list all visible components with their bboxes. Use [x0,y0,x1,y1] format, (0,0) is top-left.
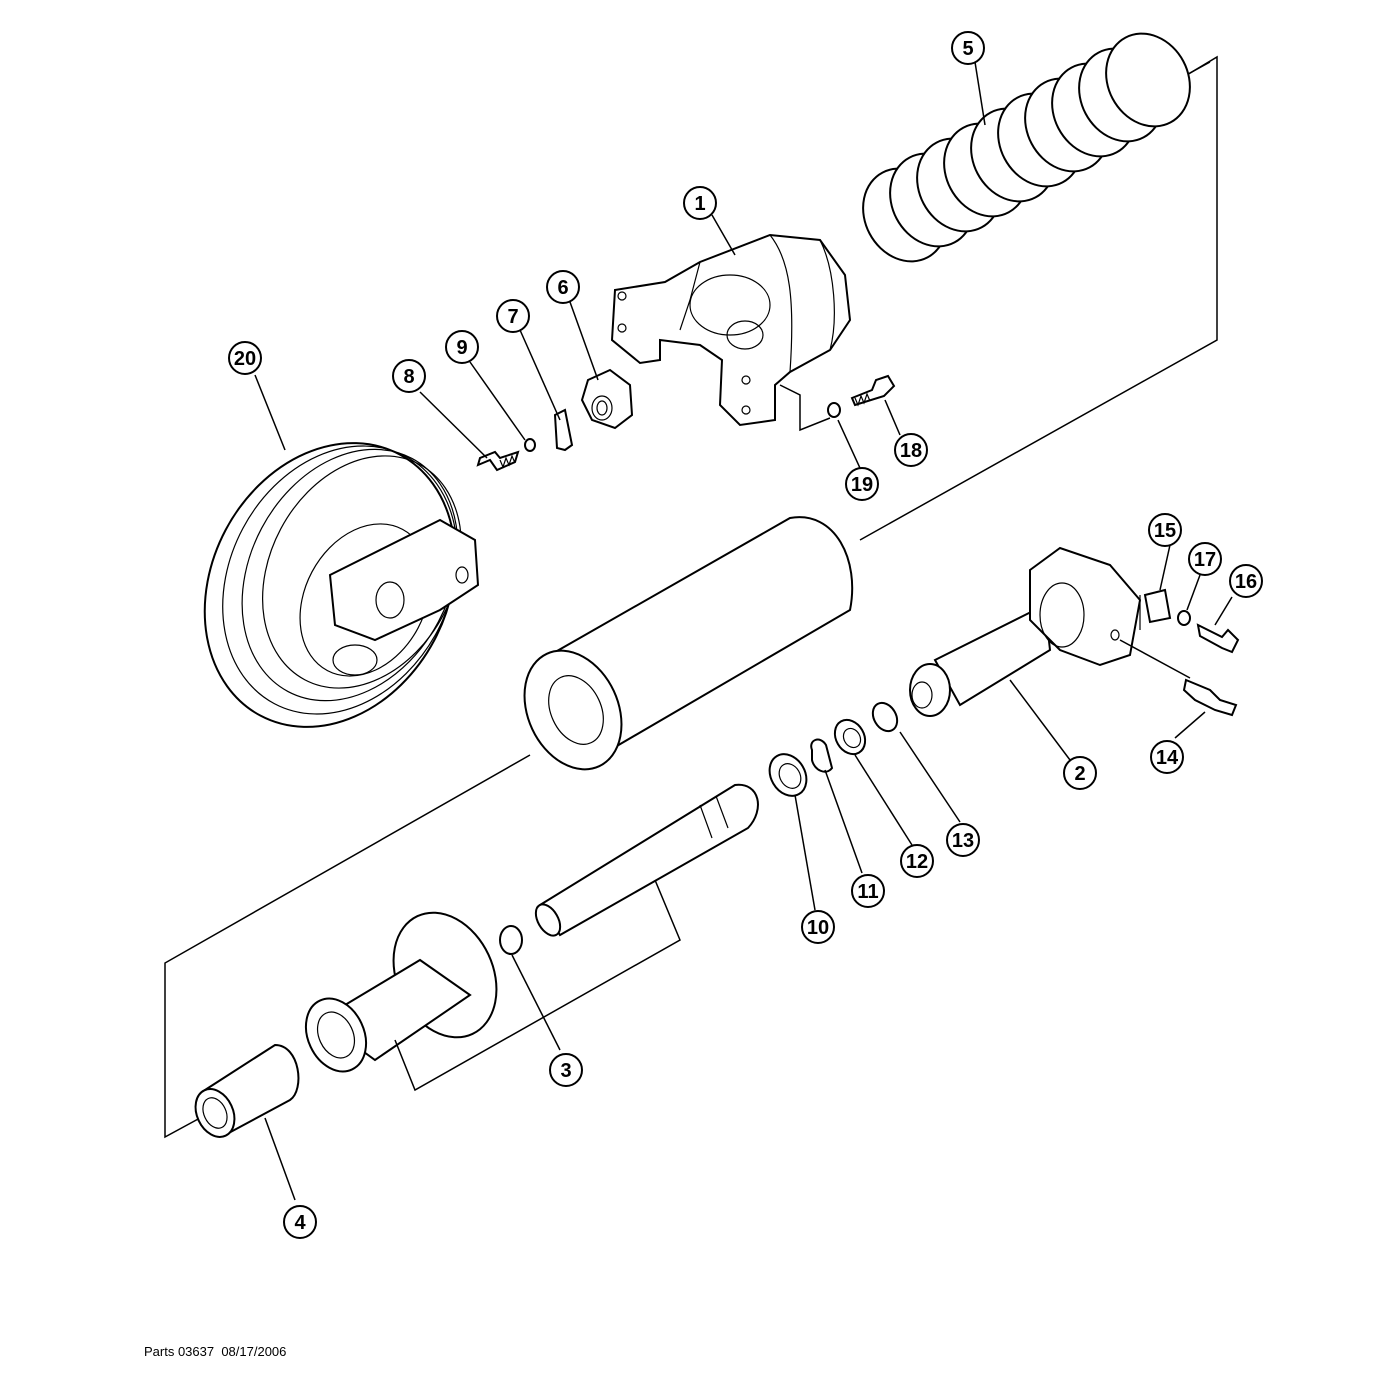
shaft [499,783,759,955]
callout-label: 5 [962,38,973,60]
collar [304,911,498,1073]
callout-label: 16 [1235,571,1257,593]
callout-circle [496,299,530,333]
callout-label: 3 [560,1060,571,1082]
callout-10: 10 [801,910,835,944]
callout-12: 12 [900,844,934,878]
washer-end [1177,610,1191,626]
callout-circle [228,341,262,375]
callout-17: 17 [1188,542,1222,576]
washer-small [524,438,536,452]
snap-ring-11 [810,738,834,773]
callout-label: 13 [952,830,974,852]
grease-fitting [1119,639,1238,717]
idler-wheel [203,442,480,728]
ring-10 [768,753,808,797]
callout-circle [951,31,985,65]
cylinder-housing [523,516,854,771]
callout-label: 9 [456,337,467,359]
bolt-yoke [850,374,896,407]
ring-12 [833,718,867,756]
lock-plate-end [1139,588,1172,630]
callout-7: 7 [496,299,530,333]
callout-3: 3 [549,1053,583,1087]
callout-label: 17 [1194,549,1216,571]
shaft-support [909,546,1142,717]
callout-label: 2 [1074,763,1085,785]
washer-yoke [827,402,841,418]
callout-1: 1 [683,186,717,220]
callout-label: 7 [507,306,518,328]
leader-lines [254,61,1233,1201]
callout-5: 5 [951,31,985,65]
callout-label: 11 [857,881,878,903]
callout-circle [900,844,934,878]
callout-label: 15 [1154,520,1176,542]
callout-circle [1148,513,1182,547]
footer-text: Parts 03637 08/17/2006 [144,1344,287,1359]
callout-8: 8 [392,359,426,393]
callout-label: 10 [807,917,829,939]
callout-circle [445,330,479,364]
callout-circle [1229,564,1263,598]
recoil-spring [862,32,1211,263]
callout-circle [1188,542,1222,576]
callout-circle [894,433,928,467]
callout-11: 11 [851,874,885,908]
callout-label: 20 [234,348,256,370]
callout-4: 4 [283,1205,317,1239]
callout-6: 6 [546,270,580,304]
callout-15: 15 [1148,513,1182,547]
callout-circle [683,186,717,220]
callout-14: 14 [1150,740,1184,774]
callout-circle [801,910,835,944]
callout-circle [1063,756,1097,790]
callout-18: 18 [894,433,928,467]
callout-9: 9 [445,330,479,364]
callout-13: 13 [946,823,980,857]
callout-16: 16 [1229,564,1263,598]
callout-20: 20 [228,341,262,375]
nut [580,368,634,430]
bolt-end [1196,623,1240,654]
callout-label: 19 [851,474,873,496]
callout-label: 8 [403,366,414,388]
callout-circle [946,823,980,857]
callout-circle [1150,740,1184,774]
ring-13 [871,701,899,733]
callout-label: 12 [906,851,928,873]
callout-circle [549,1053,583,1087]
bushing [194,1043,300,1138]
callout-label: 1 [694,193,705,215]
callout-circle [546,270,580,304]
callout-2: 2 [1063,756,1097,790]
callout-label: 4 [294,1212,306,1234]
callout-circle [392,359,426,393]
spring-coil [1105,32,1191,128]
yoke [610,233,852,427]
callout-label: 6 [557,277,568,299]
callout-circle [851,874,885,908]
callout-circle [283,1205,317,1239]
callout-19: 19 [845,467,879,501]
callout-label: 18 [900,440,922,462]
callout-circle [845,467,879,501]
callout-label: 14 [1156,747,1179,769]
